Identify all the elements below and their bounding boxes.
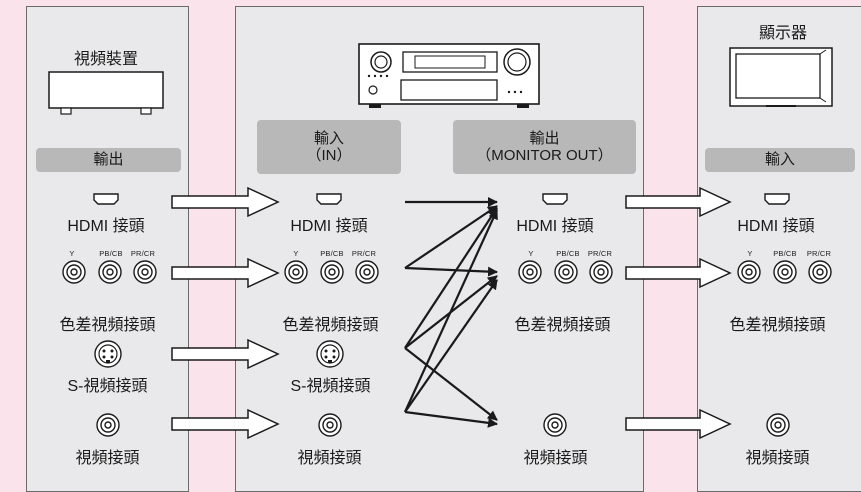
receiver-out-hdmi-label: HDMI 接頭 — [516, 218, 594, 235]
component-jacks-icon — [518, 260, 613, 284]
flow-arrow — [171, 186, 280, 218]
component-jacks-icon — [62, 260, 157, 284]
conversion-line — [404, 347, 498, 421]
receiver-out-component-pr: PR/CR — [587, 249, 613, 258]
source-component-y: Y — [69, 249, 75, 258]
display-component-pr: PR/CR — [806, 249, 832, 258]
receiver-input-header: 輸入 （IN） — [257, 120, 401, 174]
display-input-header: 輸入 — [705, 148, 855, 172]
flow-arrow — [171, 338, 280, 370]
composite-jack-icon — [96, 413, 120, 437]
receiver-in-svideo-label: S-視頻接頭 — [290, 378, 371, 395]
tv-monitor-icon — [729, 47, 833, 107]
receiver-output-header: 輸出 （MONITOR OUT） — [453, 120, 636, 174]
receiver-in-component-pb: PB/CB — [320, 249, 344, 258]
composite-jack-icon — [766, 413, 790, 437]
display-video-label: 視頻接頭 — [745, 450, 810, 467]
receiver-in-component-pr: PR/CR — [351, 249, 377, 258]
svideo-jack-icon — [94, 340, 122, 368]
source-output-header: 輸出 — [36, 148, 181, 172]
source-hdmi-label: HDMI 接頭 — [67, 218, 145, 235]
flow-arrow — [625, 408, 732, 440]
conversion-line — [404, 205, 498, 269]
source-video-label: 視頻接頭 — [75, 450, 140, 467]
component-jacks-icon — [284, 260, 379, 284]
hdmi-port-icon — [542, 193, 568, 205]
flow-arrow — [171, 257, 280, 289]
av-receiver-icon — [358, 43, 540, 108]
display-component-y: Y — [747, 249, 753, 258]
conversion-line — [403, 209, 499, 413]
source-svideo-label: S-視頻接頭 — [67, 378, 148, 395]
conversion-line — [404, 279, 498, 413]
hdmi-port-icon — [316, 193, 342, 205]
display-component-label: 色差視頻接頭 — [729, 317, 826, 334]
receiver-in-component-label: 色差視頻接頭 — [282, 317, 379, 334]
display-component-pb: PB/CB — [773, 249, 797, 258]
source-component-pb: PB/CB — [99, 249, 123, 258]
receiver-in-component-y: Y — [293, 249, 299, 258]
display-device-label: 顯示器 — [758, 25, 807, 42]
hdmi-port-icon — [93, 193, 119, 205]
flow-arrow — [171, 408, 280, 440]
receiver-out-component-pb: PB/CB — [556, 249, 580, 258]
flow-arrow — [625, 186, 732, 218]
composite-jack-icon — [543, 413, 567, 437]
flow-arrow — [625, 257, 732, 289]
receiver-in-hdmi-label: HDMI 接頭 — [290, 218, 368, 235]
receiver-out-component-label: 色差視頻接頭 — [514, 317, 611, 334]
source-device-label: 視頻裝置 — [73, 51, 138, 68]
receiver-out-component-y: Y — [528, 249, 534, 258]
display-hdmi-label: HDMI 接頭 — [737, 218, 815, 235]
receiver-in-video-label: 視頻接頭 — [297, 450, 362, 467]
receiver-out-video-label: 視頻接頭 — [523, 450, 588, 467]
composite-jack-icon — [318, 413, 342, 437]
video-player-icon — [48, 71, 164, 115]
source-component-pr: PR/CR — [130, 249, 156, 258]
source-component-label: 色差視頻接頭 — [59, 317, 156, 334]
component-jacks-icon — [737, 260, 832, 284]
conversion-line — [404, 410, 498, 428]
svideo-jack-icon — [316, 340, 344, 368]
conversion-line — [404, 207, 498, 349]
hdmi-port-icon — [764, 193, 790, 205]
conversion-line — [404, 266, 498, 277]
